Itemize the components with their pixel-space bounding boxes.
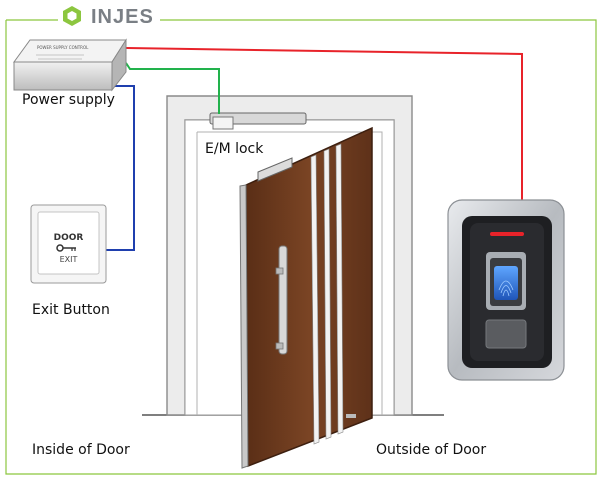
fingerprint-sensor-icon [494, 266, 518, 300]
wire-red [125, 47, 523, 200]
exit-button-label: Exit Button [32, 302, 110, 318]
frame-inner-edge [196, 131, 383, 415]
key-icon [56, 244, 76, 252]
em-lock [209, 112, 307, 130]
status-led-icon [490, 232, 524, 236]
wire-blue [106, 85, 135, 251]
door-leaf [239, 126, 373, 469]
outside-of-door-label: Outside of Door [376, 442, 487, 458]
brand-logo [63, 6, 81, 26]
em-lock-label: E/M lock [205, 141, 264, 157]
power-box-label: POWER SUPPLY CONTROL [37, 45, 89, 50]
page-border [5, 19, 597, 475]
fingerprint-reader [447, 199, 565, 381]
power-supply-box: POWER SUPPLY CONTROL [13, 38, 127, 92]
exit-plate-exit-text: EXIT [60, 255, 78, 264]
brand-name: INJES [91, 6, 154, 28]
inside-of-door-label: Inside of Door [32, 442, 130, 458]
door-handle [275, 245, 288, 355]
exit-button-device: DOOR EXIT [30, 204, 107, 284]
power-supply-label: Power supply [22, 92, 115, 108]
exit-plate-door-text: DOOR [54, 233, 84, 243]
wire-green [125, 62, 220, 114]
